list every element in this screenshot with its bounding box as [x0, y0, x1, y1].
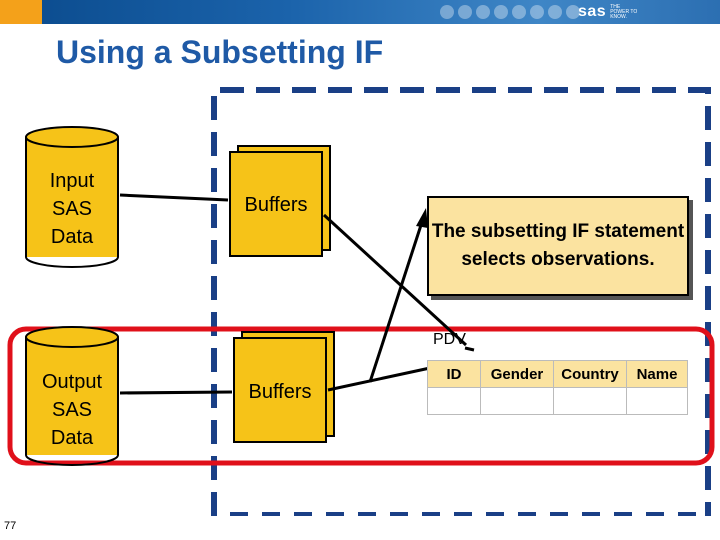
slide-title: Using a Subsetting IF	[56, 34, 384, 70]
pdv-to-note-arrowhead	[416, 208, 428, 228]
buffers-bottom-stack	[233, 331, 335, 443]
buffers-top-label: Buffers	[244, 194, 308, 216]
sas-logo-mark: sas	[578, 3, 607, 20]
buffers-to-output-line	[119, 390, 233, 395]
input-data-cylinder	[25, 126, 119, 268]
input-to-buffers-line	[119, 193, 229, 202]
slide-number: 77	[4, 520, 17, 532]
pdv-label: PDV	[433, 331, 466, 348]
output-data-cylinder	[25, 326, 119, 466]
pdv-column-gender: Gender	[480, 360, 554, 388]
header-bar: sas THE POWER TO KNOW.	[0, 0, 720, 24]
pdv-pointer-mark	[464, 346, 475, 352]
subsetting-if-note: The subsetting IF statement selects obse…	[427, 196, 689, 296]
output-highlight-box	[7, 326, 715, 466]
pdv-table: ID Gender Country Name	[427, 360, 688, 415]
buffers-top-stack	[229, 145, 331, 257]
dashed-boundary	[211, 87, 711, 516]
pdv-to-buffers-line	[327, 366, 431, 392]
decorative-dots	[440, 5, 580, 19]
pdv-value-row	[427, 387, 688, 415]
buffers-bottom-label: Buffers	[248, 381, 312, 403]
subsetting-if-note-text: The subsetting IF statement selects obse…	[431, 221, 685, 270]
pdv-column-id: ID	[427, 360, 481, 388]
pdv-cell-gender	[480, 387, 554, 415]
pdv-cell-name	[626, 387, 688, 415]
input-data-label: Input SAS Data	[49, 170, 95, 248]
pdv-column-name: Name	[626, 360, 688, 388]
pdv-column-country: Country	[553, 360, 627, 388]
buffers-to-pdv-line	[322, 213, 468, 347]
pdv-cell-id	[427, 387, 481, 415]
pdv-to-note-arrow-shaft	[368, 221, 424, 383]
sas-logo: sas THE POWER TO KNOW.	[578, 2, 640, 22]
pdv-cell-country	[553, 387, 627, 415]
sas-logo-tagline: THE POWER TO KNOW.	[610, 3, 638, 20]
pdv-header-row: ID Gender Country Name	[427, 360, 688, 388]
output-data-label: Output SAS Data	[41, 371, 103, 449]
orange-accent-tab	[0, 0, 42, 24]
